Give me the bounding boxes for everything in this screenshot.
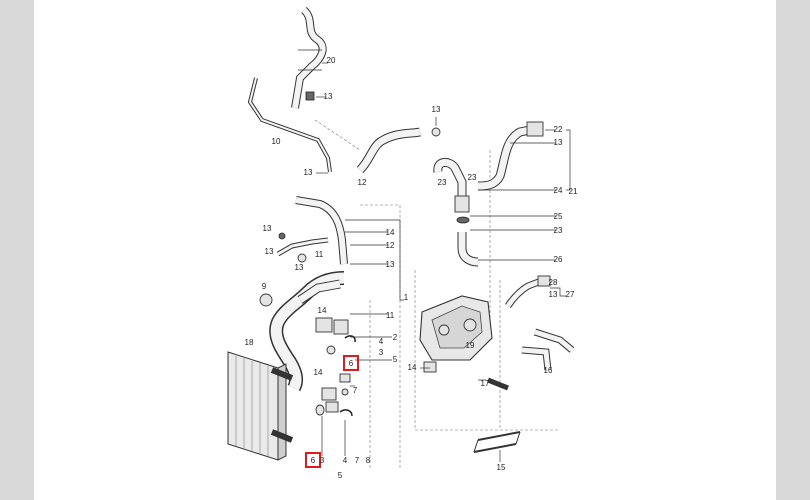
callout-c3a: 3 bbox=[379, 348, 384, 357]
callout-c7a: 7 bbox=[353, 386, 358, 395]
callout-c13d: 13 bbox=[554, 138, 563, 147]
callout-c10: 10 bbox=[272, 137, 281, 146]
callout-c13f: 13 bbox=[265, 247, 274, 256]
callout-c28: 28 bbox=[549, 278, 558, 287]
callout-c9: 9 bbox=[262, 282, 267, 291]
callout-c16: 16 bbox=[544, 366, 553, 375]
callout-c7b: 7 bbox=[355, 456, 360, 465]
callout-c12a: 12 bbox=[358, 178, 367, 187]
callout-c4a: 4 bbox=[379, 337, 384, 346]
callout-c14a: 14 bbox=[386, 228, 395, 237]
callout-c13e: 13 bbox=[263, 224, 272, 233]
highlight-box-c6b bbox=[305, 452, 321, 468]
callout-c5b: 5 bbox=[338, 471, 343, 480]
callout-c13a: 13 bbox=[324, 92, 333, 101]
radiator-18 bbox=[227, 351, 294, 461]
callout-c13b: 13 bbox=[304, 168, 313, 177]
diagram-sheet bbox=[34, 0, 776, 500]
callout-c11b: 11 bbox=[386, 311, 395, 320]
callout-c23a: 23 bbox=[438, 178, 447, 187]
highlight-box-c6a bbox=[343, 355, 359, 371]
callout-c11a: 11 bbox=[315, 250, 324, 259]
thermostat-housing-19 bbox=[419, 295, 493, 373]
callout-c18: 18 bbox=[245, 338, 254, 347]
callout-c15: 15 bbox=[497, 463, 506, 472]
callout-c23c: 23 bbox=[554, 226, 563, 235]
callout-c6b: 6 bbox=[311, 456, 316, 465]
callout-c21: 21 bbox=[569, 187, 578, 196]
callout-c20: 20 bbox=[327, 56, 336, 65]
callout-c4b: 4 bbox=[343, 456, 348, 465]
callout-c17: 17 bbox=[481, 379, 490, 388]
pipe-10 bbox=[247, 77, 332, 173]
lower-small-parts bbox=[315, 373, 521, 456]
main-hose bbox=[259, 271, 356, 392]
callout-c22: 22 bbox=[554, 125, 563, 134]
callout-c1: 1 bbox=[404, 293, 409, 302]
leader-lines bbox=[316, 62, 571, 462]
callout-c5a: 5 bbox=[393, 355, 398, 364]
callout-c13h: 13 bbox=[386, 260, 395, 269]
hose-20 bbox=[291, 7, 327, 109]
callout-c14b: 14 bbox=[318, 306, 327, 315]
dashed-guides bbox=[314, 119, 560, 470]
callout-c13g: 13 bbox=[295, 263, 304, 272]
hose-12-upper bbox=[356, 127, 441, 174]
callout-c13i: 13 bbox=[549, 290, 558, 299]
callout-c24: 24 bbox=[554, 186, 563, 195]
callout-c27: 27 bbox=[566, 290, 575, 299]
callout-c2: 2 bbox=[393, 333, 398, 342]
callout-c26: 26 bbox=[554, 255, 563, 264]
callout-c19: 19 bbox=[466, 341, 475, 350]
callout-c3b: 3 bbox=[320, 456, 325, 465]
callout-c12b: 12 bbox=[386, 241, 395, 250]
callout-c13c: 13 bbox=[432, 105, 441, 114]
callout-c8: 8 bbox=[366, 456, 371, 465]
callout-c14c: 14 bbox=[408, 363, 417, 372]
hose-group-21 bbox=[433, 121, 544, 267]
callout-c14d: 14 bbox=[314, 368, 323, 377]
hose-group-27 bbox=[487, 275, 575, 391]
callout-c23b: 23 bbox=[468, 173, 477, 182]
callout-c25: 25 bbox=[554, 212, 563, 221]
callout-c6a: 6 bbox=[349, 359, 354, 368]
hose-assembly-left bbox=[276, 196, 348, 265]
